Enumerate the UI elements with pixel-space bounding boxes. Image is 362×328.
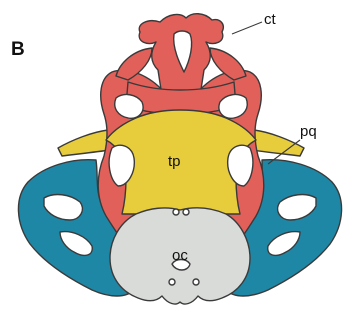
oc-foramen-right — [183, 209, 189, 215]
right-top-wing — [210, 48, 246, 80]
oc-foramen-low-left — [169, 279, 175, 285]
left-top-wing — [116, 48, 152, 80]
oc-label: oc — [172, 247, 188, 264]
panel-label: B — [11, 39, 25, 60]
oc-foramen-left — [173, 209, 179, 215]
left-yellow-wing — [58, 130, 110, 156]
oc-foramen-low-right — [193, 279, 199, 285]
ct-label: ct — [264, 11, 277, 28]
pq-label: pq — [300, 123, 317, 140]
tp-label: tp — [168, 153, 181, 170]
ct-leader-line — [232, 22, 262, 34]
